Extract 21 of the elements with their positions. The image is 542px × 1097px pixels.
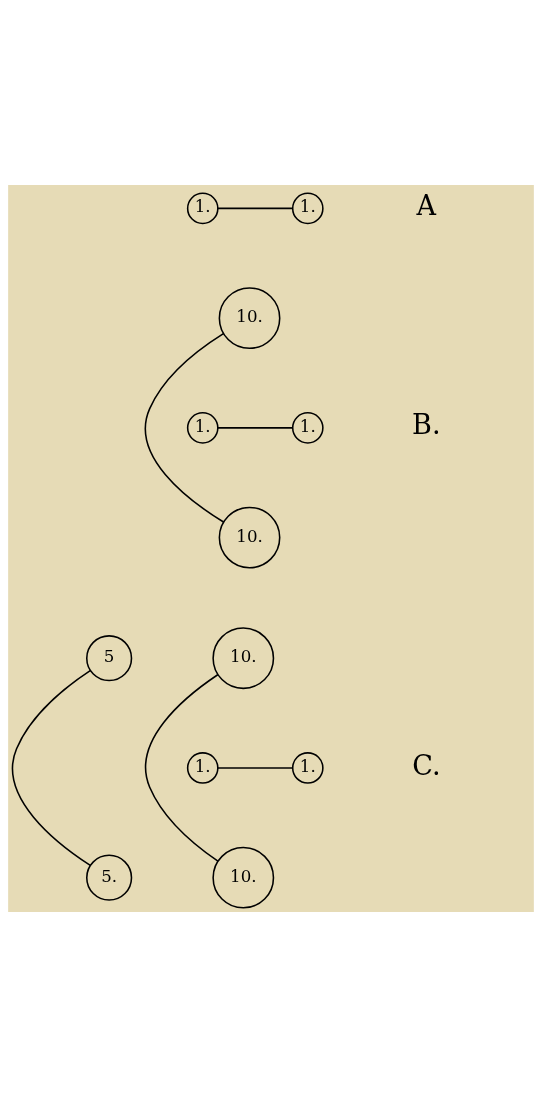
connector	[217, 427, 294, 429]
label: C.	[412, 749, 441, 781]
node-circle: 1.	[186, 752, 219, 784]
node-circle: 10.	[218, 506, 281, 569]
node-circle: 1.	[291, 412, 324, 444]
label: B.	[412, 409, 441, 441]
connector	[144, 332, 225, 523]
node-circle: 5	[86, 635, 133, 682]
connector	[217, 207, 294, 210]
node-circle: 1.	[186, 412, 219, 444]
node-circle: 1.	[291, 192, 324, 225]
node-circle: 10.	[212, 627, 275, 690]
node-circle: 1.	[186, 192, 219, 225]
node-circle: 10.	[212, 846, 275, 909]
node-circle: 1.	[291, 752, 324, 784]
node-circle: 5.	[86, 854, 133, 901]
label: A	[416, 189, 437, 221]
connector	[217, 767, 294, 769]
node-circle: 10.	[218, 287, 281, 350]
connector	[144, 673, 219, 862]
connector	[11, 669, 92, 867]
